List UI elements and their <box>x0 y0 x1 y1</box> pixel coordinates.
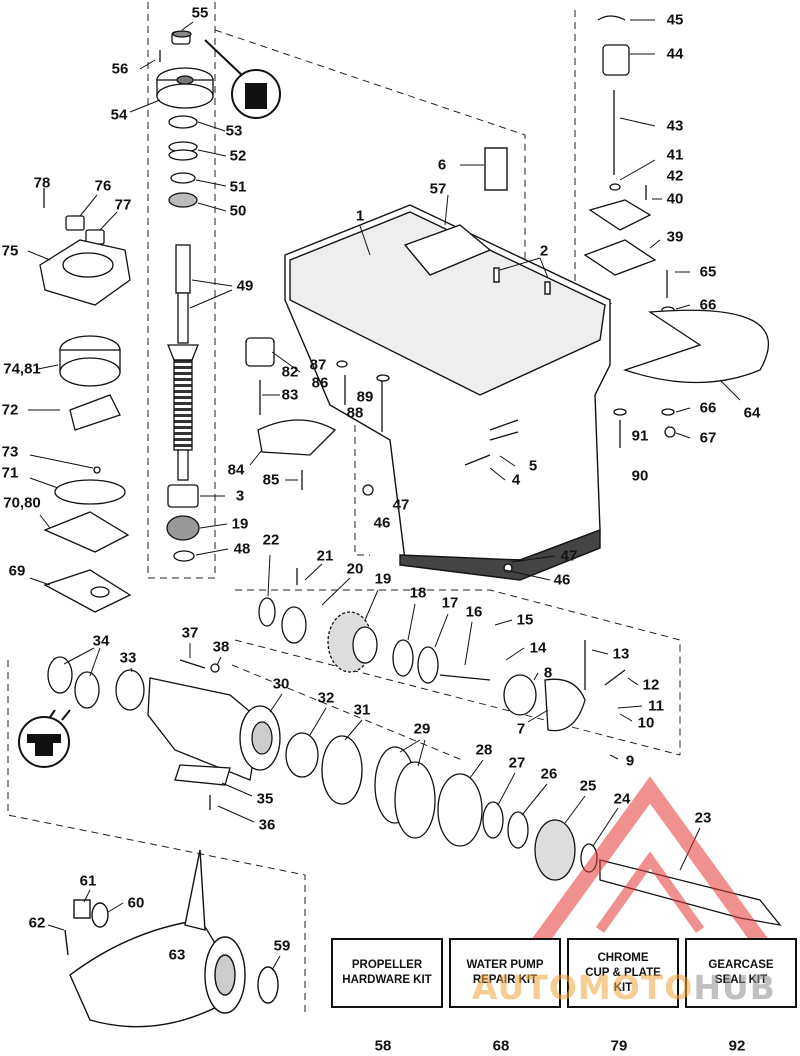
propeller <box>64 849 279 1028</box>
leader-lines <box>27 19 741 971</box>
chrome-cup-plate-kit-line: CHROME <box>597 951 649 964</box>
watermark-part1: AUTOMOTO <box>472 968 694 1007</box>
propeller-hardware-kit-line: PROPELLER <box>351 959 423 971</box>
gear-train <box>258 568 626 732</box>
sealant-icon <box>18 709 71 768</box>
water-pump-repair-kit-box: WATER PUMP REPAIR KIT <box>449 938 561 1008</box>
chrome-cup-plate-kit-label: CHROME CUP & PLATE KIT <box>569 940 677 1006</box>
gearcase-seal-kit-line: GEARCASE <box>708 959 774 971</box>
propeller-hardware-kit-line: HARDWARE KIT <box>342 974 432 986</box>
propeller-hardware-kit-label: PROPELLER HARDWARE KIT <box>333 940 441 1006</box>
gearcase-seal-kit-number: 92 <box>728 1037 746 1055</box>
water-pump-repair-kit-number: 68 <box>492 1037 510 1055</box>
gearcase-housing <box>284 147 611 581</box>
gearcase-seal-kit-box: GEARCASE SEAL KIT <box>685 938 797 1008</box>
shift-rod-parts <box>583 15 770 448</box>
mount-parts <box>245 337 519 573</box>
chrome-cup-plate-kit-line: CUP & PLATE <box>585 966 661 979</box>
watermark-text: AUTOMOTOHUB <box>472 968 776 1007</box>
driveshaft-assembly <box>156 30 214 562</box>
gearcase-seal-kit-label: GEARCASE SEAL KIT <box>687 940 795 1006</box>
chrome-cup-plate-kit-number: 79 <box>610 1037 628 1055</box>
water-pump-repair-kit-label: WATER PUMP REPAIR KIT <box>451 940 559 1006</box>
chrome-cup-plate-kit-line: KIT <box>613 981 633 994</box>
propeller-hardware-kit-number: 58 <box>374 1037 392 1055</box>
gearcase-seal-kit-line: SEAL KIT <box>714 974 768 986</box>
water-pump-repair-kit-line: REPAIR KIT <box>472 974 538 986</box>
water-pump-repair-kit-line: WATER PUMP <box>466 959 544 971</box>
watermark-mark <box>523 776 777 960</box>
water-pump-parts <box>39 188 132 613</box>
bearing-carrier <box>47 656 782 926</box>
watermark-part2: HUB <box>693 968 776 1007</box>
propeller-hardware-kit-box: PROPELLER HARDWARE KIT <box>331 938 443 1008</box>
chrome-cup-plate-kit-box: CHROME CUP & PLATE KIT <box>567 938 679 1008</box>
lubricant-icon <box>204 39 281 119</box>
